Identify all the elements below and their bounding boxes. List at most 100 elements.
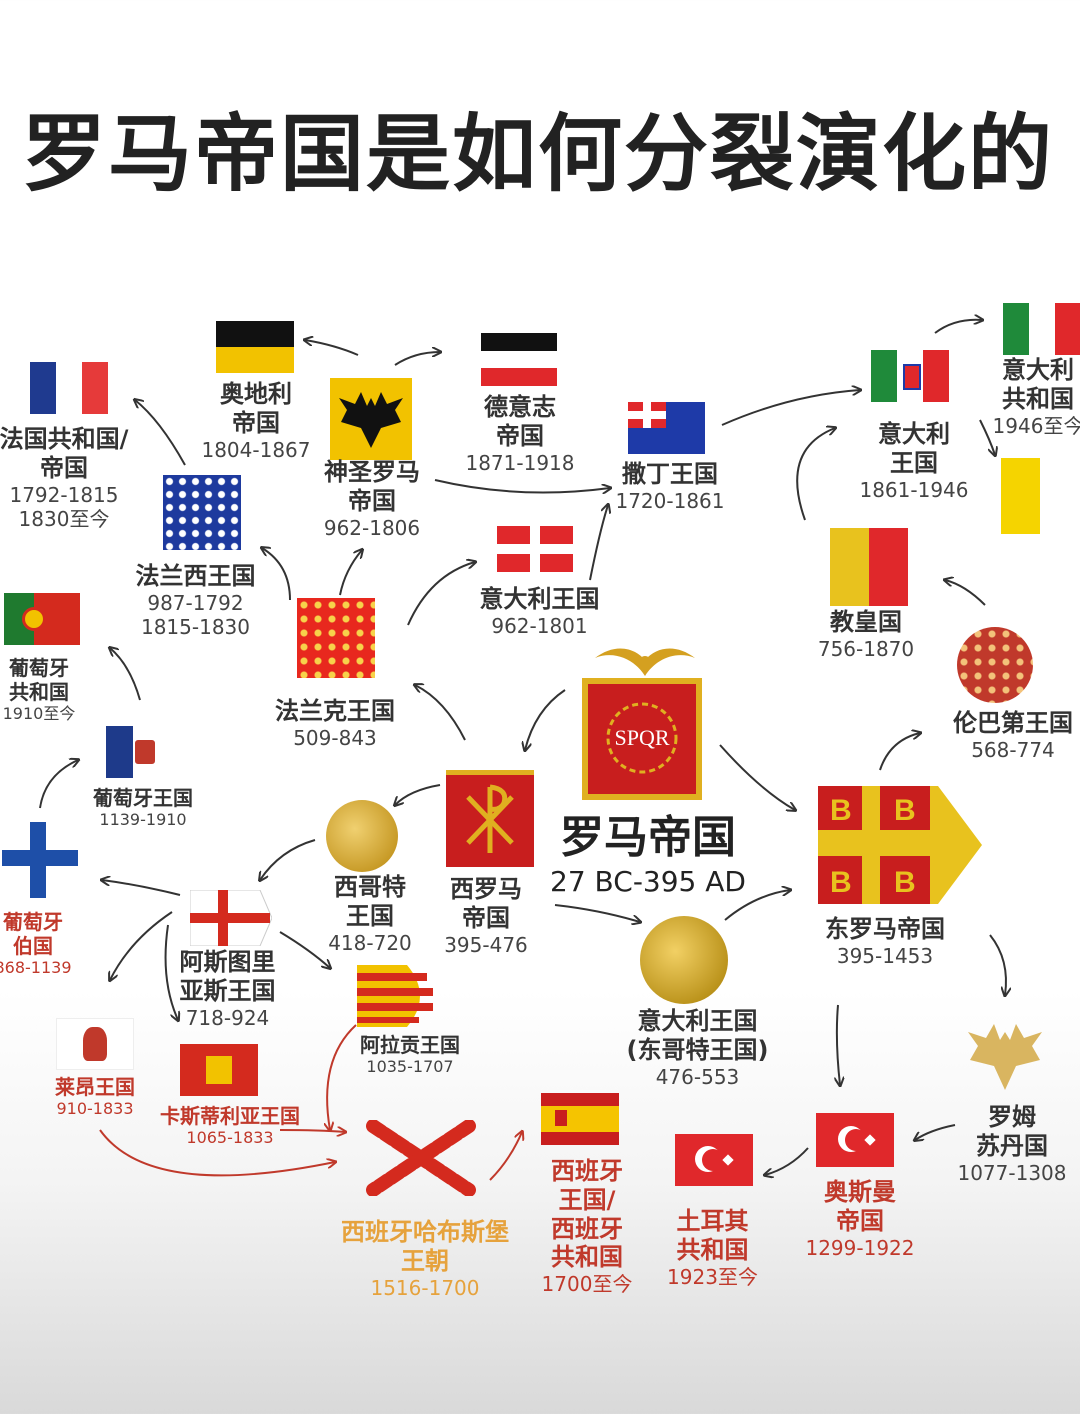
node-sardinia: 撒丁王国 1720-1861 [615, 460, 725, 513]
leon-flag [56, 1018, 134, 1070]
labarum-flag [446, 770, 534, 867]
svg-text:B: B [894, 794, 916, 827]
arrow [395, 784, 441, 805]
arrow [796, 428, 835, 521]
spqr-banner: SPQR [582, 678, 702, 800]
ostrogoth-coin [640, 916, 728, 1004]
vatican-flag [1001, 458, 1079, 534]
node-turkey: 土耳其 共和国 1923至今 [667, 1207, 758, 1289]
arrow [434, 479, 610, 493]
arrow [724, 890, 790, 921]
turkey-flag [675, 1134, 753, 1186]
portugal-republic-flag [4, 593, 80, 645]
arrow [339, 550, 362, 596]
node-spain: 西班牙 王国/ 西班牙 共和国 1700至今 [541, 1157, 633, 1297]
node-portugal-kingdom: 葡萄牙王国 1139-1910 [93, 786, 193, 829]
arrow [589, 505, 608, 581]
node-castile: 卡斯蒂利亚王国 1065-1833 [160, 1104, 300, 1147]
italy-republic-flag [1003, 303, 1080, 355]
french-kingdom-flag [163, 475, 241, 550]
node-frankish: 法兰克王国 509-843 [275, 697, 395, 750]
portugal-county-flag [2, 822, 78, 898]
node-visigoth: 西哥特 王国 418-720 [328, 873, 412, 955]
arrow [99, 1129, 335, 1177]
arrow [719, 744, 795, 810]
node-portugal-county: 葡萄牙 伯国 868-1139 [0, 910, 72, 977]
node-lombard: 伦巴第王国 568-774 [953, 709, 1073, 762]
arrow [934, 320, 982, 334]
arrow [279, 931, 330, 968]
node-german: 德意志 帝国 1871-1918 [465, 393, 575, 475]
node-eastern-roman: 东罗马帝国 395-1453 [825, 915, 945, 968]
laurel-wreath-icon: SPQR [606, 702, 678, 774]
arrow [110, 648, 141, 701]
arrow [305, 340, 359, 356]
page-title: 罗马帝国是如何分裂演化的 [22, 105, 1055, 203]
node-austria: 奥地利 帝国 1804-1867 [201, 380, 311, 462]
arrow [260, 839, 316, 880]
arrow [554, 904, 640, 922]
node-italy-republic: 意大利 共和国 1946至今 [992, 356, 1080, 438]
chi-rho-icon [466, 784, 514, 853]
svg-text:B: B [830, 866, 852, 899]
frankish-flag [297, 598, 375, 678]
lombard-emblem [957, 627, 1033, 703]
sardinia-flag [628, 402, 705, 454]
arrow [837, 1004, 840, 1085]
visigoth-coin [326, 800, 398, 872]
arrow [164, 924, 178, 1020]
arrow [765, 1147, 809, 1175]
castile-flag [180, 1044, 258, 1096]
node-asturias: 阿斯图里 亚斯王国 718-924 [179, 948, 276, 1030]
asturias-flag [190, 890, 272, 946]
arrow [110, 911, 173, 980]
node-roman-empire: 罗马帝国 27 BC-395 AD [550, 812, 746, 898]
burgundy-cross-icon [366, 1120, 476, 1196]
rum-eagle-icon [968, 1024, 1042, 1090]
node-french-kingdom: 法兰西王国 987-1792 1815-1830 [135, 562, 256, 639]
node-ottoman: 奥斯曼 帝国 1299-1922 [805, 1178, 915, 1260]
italy-kingdom-flag [871, 350, 949, 402]
node-rum: 罗姆 苏丹国 1077-1308 [957, 1103, 1067, 1185]
node-papal: 教皇国 756-1870 [817, 608, 915, 661]
node-hre: 神圣罗马 帝国 962-1806 [323, 458, 421, 540]
france-flag [30, 362, 108, 414]
svg-text:B: B [830, 794, 852, 827]
ottoman-flag [816, 1113, 894, 1167]
papal-states-flag [830, 528, 908, 606]
node-italy-kingdom: 意大利 王国 1861-1946 [859, 420, 969, 502]
arrow [102, 880, 181, 896]
arrow [327, 1024, 357, 1130]
node-french-republic: 法国共和国/ 帝国 1792-1815 1830至今 [0, 425, 129, 531]
arrow [945, 580, 986, 606]
spain-flag [541, 1093, 619, 1145]
node-habsburg-spain: 西班牙哈布斯堡 王朝 1516-1700 [341, 1218, 509, 1300]
arrow [407, 562, 475, 626]
svg-text:B: B [894, 866, 916, 899]
aragon-flag [357, 965, 433, 1027]
portugal-kingdom-flag [106, 726, 160, 778]
spqr-text: SPQR [614, 725, 669, 750]
arrow [915, 1124, 956, 1140]
german-empire-flag [481, 333, 557, 387]
arrow [394, 352, 440, 366]
node-leon: 莱昂王国 910-1833 [55, 1075, 135, 1118]
arrow [135, 400, 186, 466]
roman-eagle-icon [595, 648, 695, 676]
arrow [989, 934, 1006, 995]
arrow [525, 689, 566, 750]
double-eagle-icon [339, 392, 403, 448]
arrow [279, 1130, 345, 1132]
arrow [489, 1132, 522, 1181]
node-portugal-republic: 葡萄牙 共和国 1910至今 [2, 656, 76, 723]
arrow [879, 733, 920, 771]
arrow [721, 390, 860, 426]
arrow [39, 760, 78, 809]
italy-962-flag [497, 526, 573, 572]
arrow [415, 685, 466, 741]
node-italy-962: 意大利王国 962-1801 [479, 585, 600, 638]
node-ostrogoth: 意大利王国 (东哥特王国) 476-553 [626, 1007, 769, 1089]
node-aragon: 阿拉贡王国 1035-1707 [360, 1033, 460, 1076]
byzantine-flag: B B B B [818, 786, 982, 904]
